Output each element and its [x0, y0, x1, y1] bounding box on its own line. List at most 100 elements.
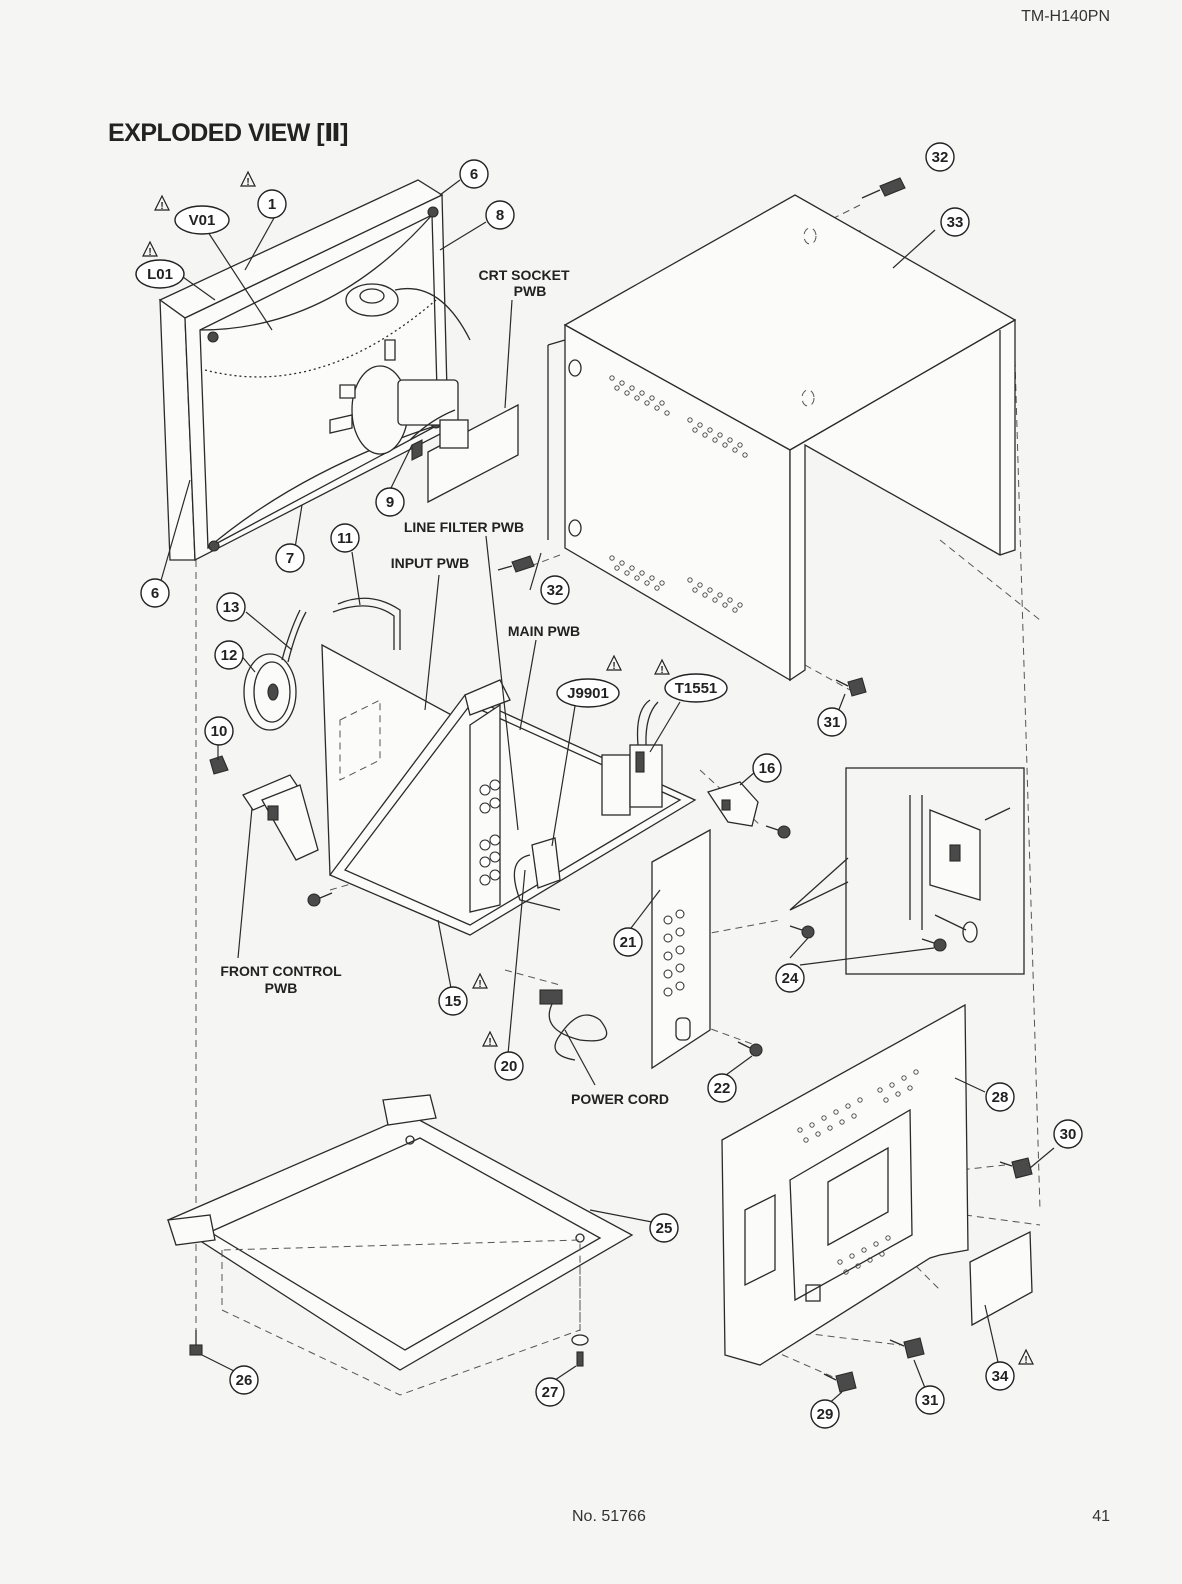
callout-10: 10 [205, 717, 233, 745]
svg-text:28: 28 [992, 1089, 1009, 1106]
svg-text:32: 32 [547, 582, 564, 599]
svg-text:J9901: J9901 [567, 685, 609, 702]
callout-25: 25 [650, 1214, 678, 1242]
callout-t1551: T1551 [665, 674, 727, 702]
callout-29: 29 [811, 1400, 839, 1428]
svg-text:13: 13 [223, 599, 240, 616]
svg-text:9: 9 [386, 494, 394, 511]
callout-32-top: 32 [926, 143, 954, 171]
screw-26 [190, 1330, 202, 1355]
callout-26: 26 [230, 1366, 258, 1394]
svg-text:29: 29 [817, 1406, 834, 1423]
svg-text:!: ! [246, 177, 249, 188]
front-control-pwb [243, 775, 318, 860]
svg-text:20: 20 [501, 1058, 518, 1075]
svg-text:31: 31 [824, 714, 841, 731]
transformer-t1551 [602, 700, 662, 815]
callout-15: 15 [439, 987, 467, 1015]
warning-icon: ! [241, 172, 255, 188]
callout-31-bottom: 31 [916, 1386, 944, 1414]
callout-l01: L01 [136, 260, 184, 288]
clip-part-10 [210, 756, 228, 774]
svg-text:12: 12 [221, 647, 238, 664]
callout-v01: V01 [175, 206, 229, 234]
callout-22: 22 [708, 1074, 736, 1102]
label-input-pwb: INPUT PWB [391, 555, 470, 571]
screw-16 [766, 826, 790, 838]
callout-6-top: 6 [460, 160, 488, 188]
callout-12: 12 [215, 641, 243, 669]
label-line-filter-pwb: LINE FILTER PWB [404, 519, 524, 535]
screw-front [308, 893, 332, 906]
svg-text:!: ! [1024, 1355, 1027, 1366]
callout-1: 1 [258, 190, 286, 218]
callout-31-right: 31 [818, 708, 846, 736]
callout-27: 27 [536, 1378, 564, 1406]
callout-7: 7 [276, 544, 304, 572]
svg-text:31: 31 [922, 1392, 939, 1409]
label-sheet-34 [970, 1232, 1032, 1325]
svg-text:L01: L01 [147, 266, 173, 283]
screw-27 [572, 1335, 588, 1366]
label-crt-socket-pwb: CRT SOCKET [479, 267, 570, 283]
svg-text:!: ! [488, 1037, 491, 1048]
power-cord [540, 990, 607, 1060]
warning-icon: ! [483, 1032, 497, 1048]
inset-detail-box [790, 768, 1024, 974]
callout-8: 8 [486, 201, 514, 229]
callout-33: 33 [941, 208, 969, 236]
bottom-tray-25 [168, 1095, 632, 1395]
callout-32-left: 32 [541, 576, 569, 604]
svg-text:27: 27 [542, 1384, 559, 1401]
crt-picture-tube [160, 180, 470, 560]
callout-21: 21 [614, 928, 642, 956]
warning-icon: ! [143, 242, 157, 258]
label-front-control-pwb: FRONT CONTROL [220, 963, 342, 979]
callout-9: 9 [376, 488, 404, 516]
rear-cabinet [548, 195, 1015, 680]
svg-text:!: ! [478, 979, 481, 990]
callout-13: 13 [217, 593, 245, 621]
svg-text:22: 22 [714, 1080, 731, 1097]
label-front-control-pwb-2: PWB [265, 980, 298, 996]
label-crt-socket-pwb-2: PWB [514, 283, 547, 299]
warning-icon: ! [155, 196, 169, 212]
svg-text:7: 7 [286, 550, 294, 567]
callout-11: 11 [331, 524, 359, 552]
svg-text:!: ! [160, 201, 163, 212]
callout-16: 16 [753, 754, 781, 782]
label-main-pwb: MAIN PWB [508, 623, 580, 639]
callout-28: 28 [986, 1083, 1014, 1111]
callout-6-bottom: 6 [141, 579, 169, 607]
screw-32-top [862, 178, 905, 198]
svg-text:32: 32 [932, 149, 949, 166]
svg-text:30: 30 [1060, 1126, 1077, 1143]
screw-31-right [836, 678, 866, 696]
callout-j9901: J9901 [557, 679, 619, 707]
terminal-board-21 [652, 830, 710, 1068]
svg-text:21: 21 [620, 934, 637, 951]
document-number: No. 51766 [572, 1508, 646, 1526]
svg-text:!: ! [660, 665, 663, 676]
svg-text:!: ! [612, 661, 615, 672]
svg-text:!: ! [148, 247, 151, 258]
screw-22 [738, 1042, 762, 1056]
svg-text:16: 16 [759, 760, 776, 777]
svg-text:15: 15 [445, 993, 462, 1010]
screw-31-bottom [890, 1338, 924, 1358]
warning-icon: ! [655, 660, 669, 676]
page-number: 41 [1092, 1508, 1110, 1526]
svg-text:8: 8 [496, 207, 504, 224]
label-power-cord: POWER CORD [571, 1091, 669, 1107]
svg-text:1: 1 [268, 196, 276, 213]
warning-icon: ! [473, 974, 487, 990]
svg-text:6: 6 [470, 166, 478, 183]
flat-cable-11 [333, 598, 400, 650]
callout-24: 24 [776, 964, 804, 992]
rear-cover-28 [722, 1005, 968, 1365]
screw-24-a [790, 926, 814, 938]
svg-text:V01: V01 [189, 212, 216, 229]
svg-text:26: 26 [236, 1372, 253, 1389]
callout-34: 34 [986, 1362, 1014, 1390]
